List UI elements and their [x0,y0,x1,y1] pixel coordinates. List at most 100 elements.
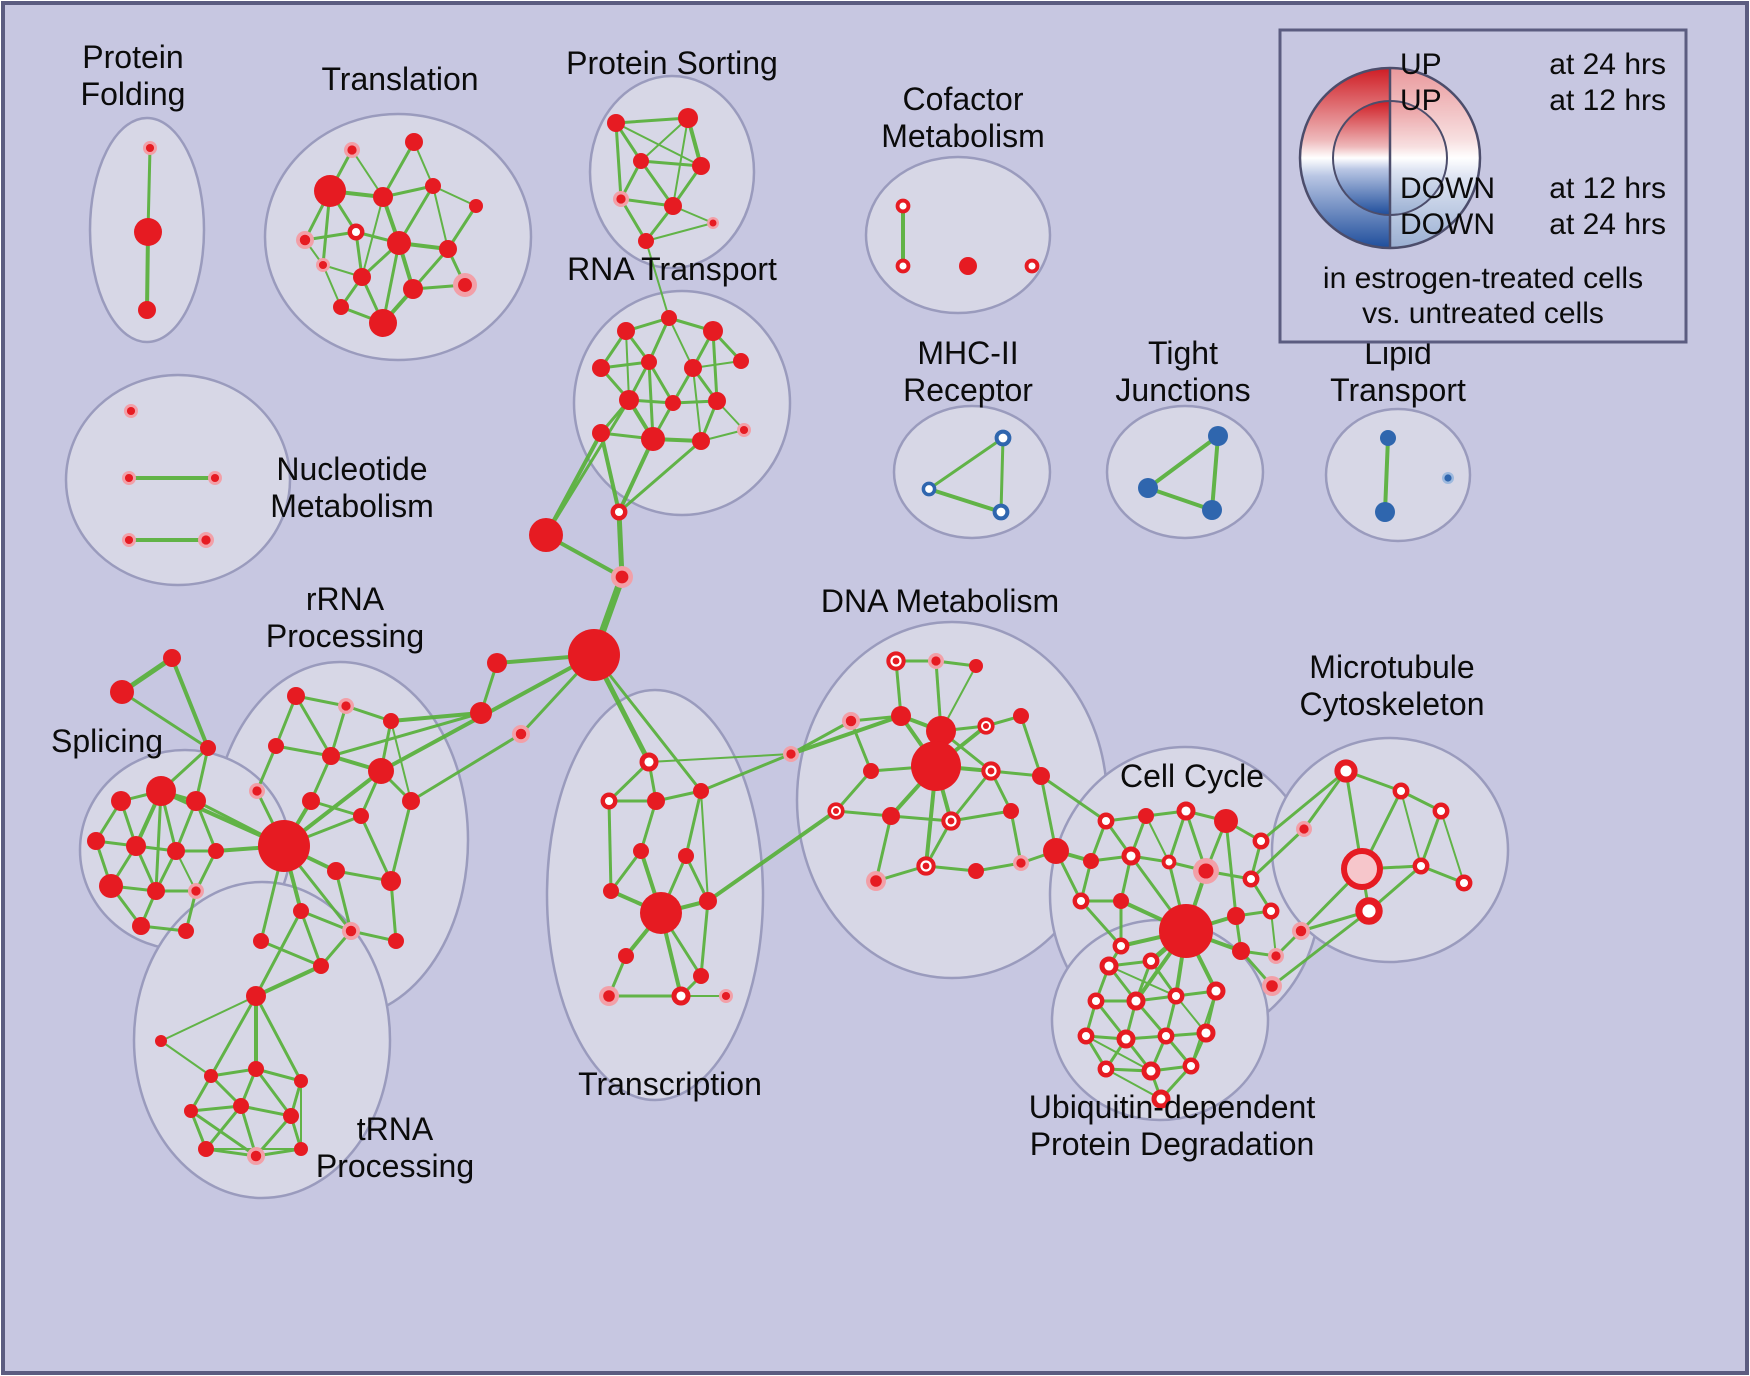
edge [834,809,893,818]
edge [645,222,714,242]
splicing-triangle-node-0-s [163,649,181,667]
rrna-processing-node-1-h [338,698,354,714]
dna-metabolism-node-12-b [827,802,845,820]
node-dot [293,903,309,919]
cluster-blob-tight-junctions [1105,404,1265,540]
ubiquitin-degradation-node-11-r [1141,1061,1161,1081]
legend-row-1-time: at 12 hrs [1549,84,1666,117]
node-ring [921,481,937,497]
node-dot [617,322,635,340]
node-dot [253,933,269,949]
cell-cycle-node-2-r [1176,801,1196,821]
transcription-node-8-s [699,892,717,910]
node-core [345,925,357,937]
translation-node-13-h [453,273,477,297]
edge [1105,1068,1162,1100]
edge [639,159,675,208]
node-ring [1182,1057,1200,1075]
ubiquitin-degradation-node-3-r [1126,991,1146,1011]
protein-folding-node-2-s [138,301,156,319]
edge [607,799,613,893]
node-dot [178,923,194,939]
rna-transport-node-8-s [665,395,681,411]
dna-metabolism-node-19-h [1013,855,1029,871]
label-splicing: Splicing [51,723,163,759]
edge [647,316,671,364]
transcription-node-5-s [678,848,694,864]
node-dot [968,863,984,879]
edge [389,799,413,883]
node-dot [381,871,401,891]
edge [789,714,903,756]
label-protein-sorting: Protein Sorting [566,45,778,81]
edge [255,744,278,793]
node-dot [258,820,310,872]
node-dot [607,114,625,132]
rrna-processing-node-13-s [293,903,309,919]
trna-processing-node-9-h [247,1147,265,1165]
protein-sorting-node-0-s [607,114,625,132]
legend-row-2-direction: DOWN [1400,172,1495,205]
transcription-node-9-s [618,948,634,964]
ubiquitin-degradation-node-0-r [1099,956,1119,976]
cell-cycle-node-12-s [1159,904,1213,958]
node-ring [994,429,1012,447]
node-dot [134,218,162,246]
node-dot [147,882,165,900]
edge [1419,809,1443,868]
node-dot [708,392,726,410]
node-ring [1116,1029,1136,1049]
edge [949,809,1013,823]
node-core [870,875,882,887]
node-core [201,535,211,545]
trna-processing-node-0-s [246,986,266,1006]
protein-sorting-node-3-s [692,157,710,175]
node-dot [1380,430,1396,446]
dna-metabolism-node-14-b [941,811,961,831]
edge [874,814,893,883]
edge [1270,909,1371,988]
node-ring [1206,981,1226,1001]
legend-row-3-time: at 24 hrs [1549,208,1666,241]
node-ring [610,503,628,521]
label-cofactor-metabolism: Cofactor [903,81,1024,117]
protein-sorting-node-6-s [638,233,654,249]
node-dot [425,178,441,194]
node-dot [369,309,397,337]
node-ring [1334,759,1358,783]
splicing-node-6-s [208,843,224,859]
translation-node-8-s [387,231,411,255]
node-dot [647,792,665,810]
splicing-node-2-s [186,791,206,811]
node-dot [163,649,181,667]
edge [1302,769,1348,831]
splicing-node-1-s [146,776,176,806]
node-core [721,991,731,1001]
node-ring [1157,1027,1175,1045]
node-dot [1232,942,1250,960]
node-dot [198,1141,214,1157]
transcription-node-3-s [693,783,709,799]
node-dot [146,776,176,806]
node-ring [1097,1060,1115,1078]
nucleotide-metabolism-node-0-h [124,404,138,418]
node-dot [313,958,329,974]
edge [706,809,838,903]
node-dot [1202,500,1222,520]
ubiquitin-degradation-node-5-r [1206,981,1226,1001]
splicing-node-4-s [126,836,146,856]
splicing-node-3-s [87,832,105,850]
bridges-node-4-s [487,653,507,673]
edge [699,752,793,793]
translation-node-12-s [403,279,423,299]
lipid-transport-node-0-B [1380,430,1396,446]
tight-junctions-node-0-B [1208,426,1228,446]
node-dot [1113,893,1129,909]
edge [389,879,398,943]
node-dot [368,758,394,784]
edge [1146,434,1220,490]
edge [329,711,483,758]
rna-transport-node-4-s [592,359,610,377]
rna-transport-node-0-s [617,322,635,340]
